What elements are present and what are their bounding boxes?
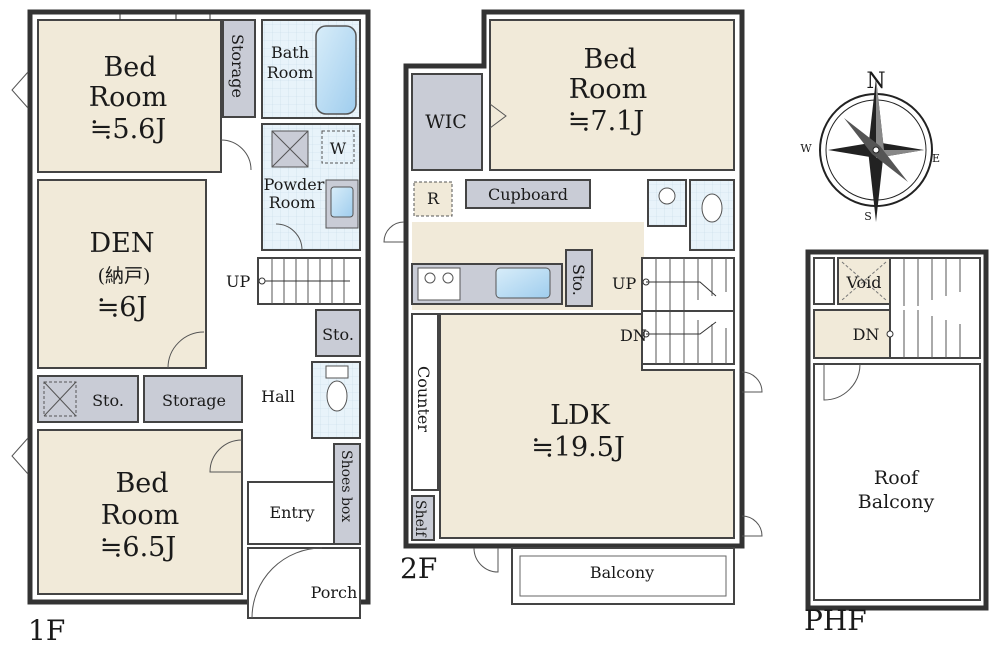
den bbox=[37, 179, 207, 369]
bedroom-1f-bottom-size: ≒6.5J bbox=[100, 532, 176, 563]
dn-label-phf: DN bbox=[853, 325, 880, 344]
bedroom-2f-label-2: Room bbox=[569, 74, 647, 105]
ldk-size: ≒19.5J bbox=[531, 432, 625, 463]
bedroom-2f bbox=[489, 19, 735, 171]
shelf bbox=[411, 495, 435, 541]
entry-label: Entry bbox=[269, 503, 314, 522]
stairs-2f bbox=[641, 257, 735, 365]
floor-1f-label: 1F bbox=[28, 614, 65, 647]
bedroom-1f-bottom-label: Bed bbox=[115, 468, 168, 499]
counter bbox=[411, 313, 439, 491]
porch-label: Porch bbox=[311, 583, 358, 602]
compass-s: S bbox=[864, 210, 872, 223]
shoes-box-label: Shoes box bbox=[338, 450, 354, 522]
entry bbox=[247, 481, 335, 545]
storage-small-1f bbox=[315, 309, 361, 357]
den-jp-label: (納戸) bbox=[98, 265, 151, 287]
storage-horizontal bbox=[143, 375, 243, 423]
ldk bbox=[439, 313, 735, 539]
up-label-2f: UP bbox=[612, 274, 636, 293]
storage-vertical bbox=[222, 19, 256, 118]
storage-horizontal-label: Storage bbox=[162, 391, 226, 410]
roof-balcony-label: Roof bbox=[874, 467, 920, 489]
toilet-room-2f bbox=[689, 179, 735, 251]
w-label: W bbox=[330, 139, 347, 158]
floor-1f bbox=[11, 9, 371, 619]
bedroom-1f-top-size: ≒5.6J bbox=[90, 114, 166, 145]
cupboard-label: Cupboard bbox=[488, 185, 568, 204]
counter-label: Counter bbox=[414, 366, 433, 432]
floor-phf bbox=[805, 249, 989, 611]
floor-phf-label: PHF bbox=[804, 604, 867, 637]
void-label: Void bbox=[845, 273, 881, 292]
bedroom-1f-top bbox=[37, 19, 222, 173]
stairs-1f bbox=[257, 257, 361, 305]
storage-2f-label: Sto. bbox=[569, 264, 588, 296]
compass-n: N bbox=[866, 69, 885, 94]
bedroom-1f-bottom bbox=[37, 429, 243, 595]
refrigerator-space bbox=[413, 181, 453, 217]
dn-label-2f: DN bbox=[620, 326, 647, 345]
den-size: ≒6J bbox=[97, 292, 148, 323]
ldk-label: LDK bbox=[550, 400, 611, 431]
hall-label: Hall bbox=[261, 387, 295, 406]
den-label: DEN bbox=[90, 228, 155, 259]
storage-vertical-label: Storage bbox=[228, 34, 247, 98]
floor-2f bbox=[383, 9, 763, 605]
floor-2f-label: 2F bbox=[400, 552, 437, 585]
bathroom-label: Bath bbox=[271, 43, 309, 62]
up-label-1f: UP bbox=[226, 272, 250, 291]
wic bbox=[411, 73, 483, 171]
storage-left-label: Sto. bbox=[92, 391, 124, 410]
bedroom-1f-top-label-2: Room bbox=[89, 82, 167, 113]
cupboard bbox=[465, 179, 591, 209]
bathroom-label-2: Room bbox=[267, 63, 313, 82]
shelf-label: Shelf bbox=[412, 500, 428, 538]
compass-e: E bbox=[932, 152, 940, 165]
balcony-label: Balcony bbox=[590, 563, 654, 582]
bathtub bbox=[315, 25, 357, 115]
stairs-phf bbox=[889, 257, 981, 359]
roof-balcony-label-2: Balcony bbox=[858, 491, 935, 513]
bedroom-1f-bottom-label-2: Room bbox=[101, 500, 179, 531]
storage-2f bbox=[565, 249, 593, 307]
storage-left bbox=[37, 375, 139, 423]
storage-small-1f-label: Sto. bbox=[322, 325, 354, 344]
compass-w: W bbox=[800, 142, 812, 155]
bedroom-1f-top-label: Bed bbox=[103, 52, 156, 83]
wic-label: WIC bbox=[425, 111, 467, 133]
powder-room-label: Powder bbox=[264, 175, 325, 194]
w-box bbox=[321, 130, 355, 164]
compass-icon bbox=[819, 78, 933, 222]
bedroom-2f-size: ≒7.1J bbox=[568, 106, 644, 137]
porch bbox=[247, 547, 361, 619]
roof-balcony bbox=[813, 363, 981, 601]
refrigerator-label: R bbox=[427, 189, 440, 208]
bedroom-2f-label: Bed bbox=[583, 44, 636, 75]
balcony bbox=[511, 547, 735, 605]
powder-room-label-2: Room bbox=[269, 193, 315, 212]
